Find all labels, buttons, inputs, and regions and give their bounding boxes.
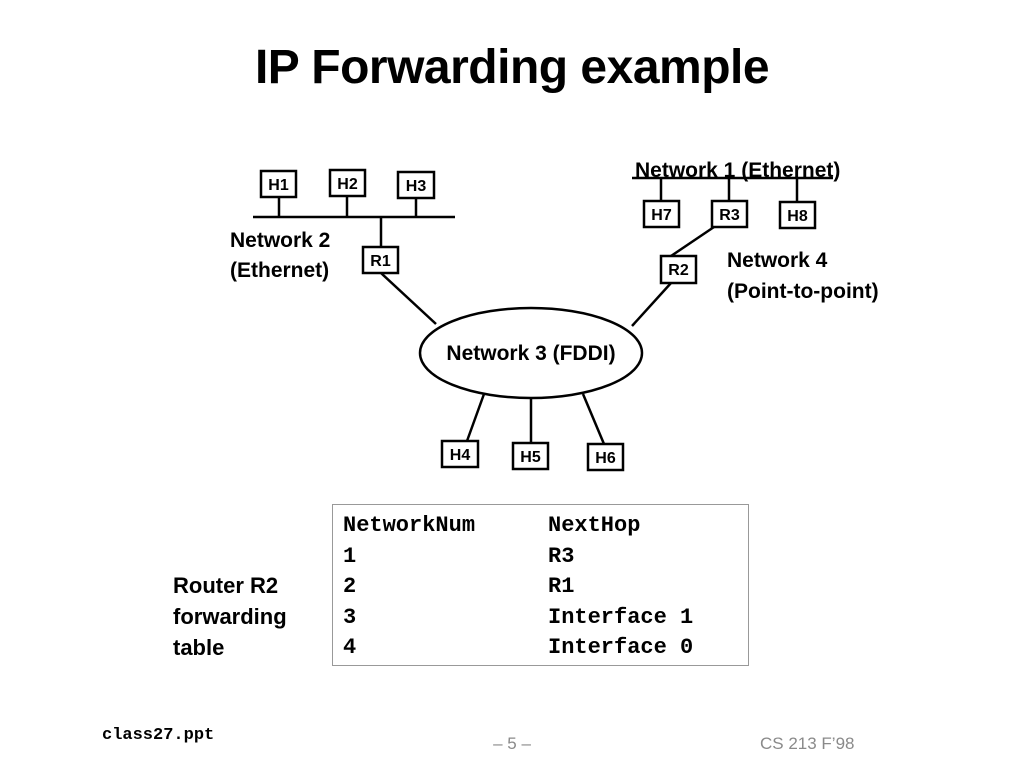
h6-box [586, 442, 625, 472]
cell-network-num: 1 [343, 543, 357, 569]
h3-box [396, 170, 436, 200]
r2-label: R2 [668, 262, 689, 279]
h1-label: H1 [268, 177, 289, 194]
cell-network-num: 4 [343, 635, 357, 660]
r3-label: R3 [719, 207, 740, 224]
r2-box [659, 254, 698, 285]
r1-node: R1 [361, 245, 400, 275]
h4-box [440, 439, 480, 469]
cell-network-num: 3 [343, 604, 357, 630]
network-2-label-line2: (Ethernet) [230, 259, 329, 282]
h1-node: H1 [259, 169, 298, 199]
h7-box [642, 199, 681, 229]
network-1-label: Network 1 (Ethernet) [635, 159, 840, 182]
r1-label: R1 [370, 253, 391, 270]
cell-network-num: 2 [343, 574, 357, 599]
table-row: 1 R3 [343, 542, 748, 573]
network-3-label: Network 3 (FDDI) [446, 342, 615, 365]
table-row: 4 Interface 0 [343, 633, 748, 664]
forwarding-table-caption: Router R2 forwarding table [173, 570, 287, 663]
network-4-label-line1: Network 4 [727, 249, 828, 272]
h8-label: H8 [787, 208, 808, 225]
h2-node: H2 [328, 168, 367, 198]
network-4-label-line2: (Point-to-point) [727, 280, 879, 303]
h2-label: H2 [337, 176, 358, 193]
caption-line-2: forwarding [173, 604, 287, 629]
table-row: 3 Interface 1 [343, 603, 748, 634]
slide-title: IP Forwarding example [254, 41, 770, 94]
caption-line-1: Router R2 [173, 573, 279, 598]
h6-node: H6 [586, 442, 625, 472]
footer-course: CS 213 F’98 [760, 734, 855, 753]
h3-node: H3 [396, 170, 436, 200]
network-3-fddi-ring [418, 306, 644, 400]
h5-box [511, 441, 550, 471]
r1-to-fddi-link [380, 272, 437, 325]
footer-filename: class27.ppt [102, 726, 215, 745]
h5-node: H5 [511, 441, 550, 471]
r1-box [361, 245, 400, 275]
h1-box [259, 169, 298, 199]
h6-label: H6 [595, 450, 616, 467]
h4-node: H4 [440, 439, 480, 469]
r2-to-r3-point-to-point [670, 225, 715, 258]
table-row: 2 R1 [343, 572, 748, 603]
cell-next-hop: R3 [548, 543, 575, 569]
header-network-num: NetworkNum [343, 513, 476, 538]
r2-node: R2 [659, 254, 698, 285]
network-2-label-line1: Network 2 [230, 229, 330, 252]
r3-node: R3 [710, 199, 749, 229]
h2-box [328, 168, 367, 198]
cell-next-hop: Interface 0 [548, 635, 694, 660]
h4-link [465, 393, 486, 442]
h7-node: H7 [642, 199, 681, 229]
h4-label: H4 [450, 447, 471, 464]
footer-page-number: – 5 – [493, 734, 531, 753]
table-header-row: NetworkNum NextHop [343, 511, 748, 542]
header-next-hop: NextHop [548, 513, 641, 538]
h6-link [581, 393, 606, 445]
caption-line-3: table [173, 635, 225, 660]
r3-box [710, 199, 749, 229]
h8-node: H8 [778, 200, 817, 230]
h8-box [778, 200, 817, 230]
cell-next-hop: Interface 1 [548, 604, 694, 630]
r2-to-fddi-link [631, 282, 672, 327]
h3-label: H3 [406, 178, 427, 195]
forwarding-table: NetworkNum NextHop 1 R3 2 R1 3 Interface… [332, 504, 749, 666]
h7-label: H7 [651, 207, 672, 224]
h5-label: H5 [520, 449, 541, 466]
cell-next-hop: R1 [548, 574, 575, 599]
